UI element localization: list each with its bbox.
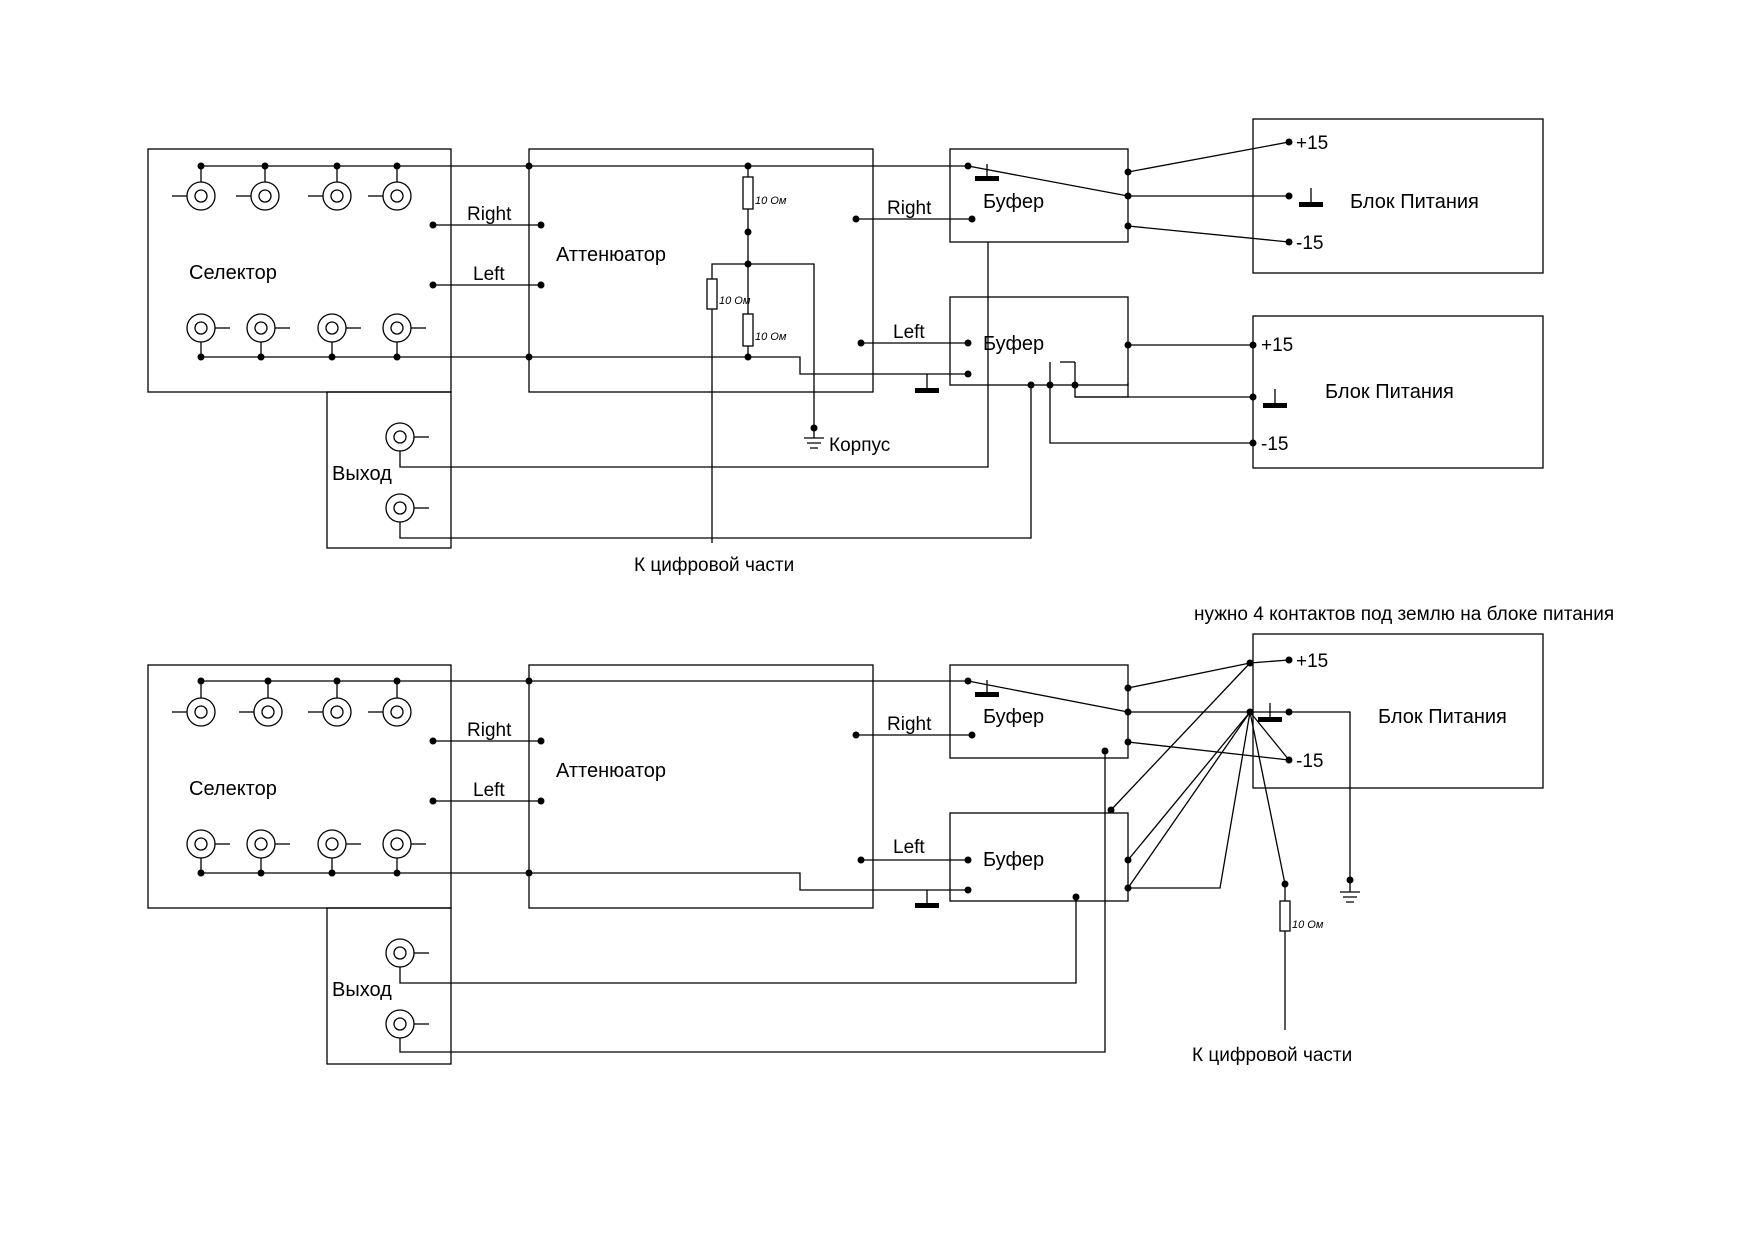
top-diagram: Селектор Аттенюатор Буфер Буфер Блок Пит… [147,118,1544,576]
psu-box-2 [1252,315,1544,469]
resistor [706,278,718,310]
output-jack [385,1009,429,1039]
input-jack [382,829,426,859]
chassis-label: Корпус [829,435,890,456]
output-box [326,907,452,1065]
output-jack [385,938,429,968]
input-jack [368,697,412,727]
left-label: Left [893,837,925,858]
minus15-label: -15 [1296,233,1323,254]
selector-label: Селектор [189,262,277,284]
right-label: Right [887,714,932,735]
ground-bar-icon [915,903,939,908]
ground-bar-icon [975,692,999,697]
selector-box [147,664,452,909]
psu-label: Блок Питания [1350,191,1479,213]
ground-bar-icon [1263,403,1287,408]
resistor [742,313,754,347]
input-jack [317,313,361,343]
minus15-label: -15 [1296,751,1323,772]
plus15-label: +15 [1296,133,1328,154]
input-jack [246,313,290,343]
ground-bar-icon [975,176,999,181]
plus15-label: +15 [1261,335,1293,356]
output-label: Выход [332,463,392,485]
attenuator-box [528,664,874,909]
right-label: Right [467,720,512,741]
attenuator-box [528,148,874,393]
input-jack [246,829,290,859]
right-label: Right [887,198,932,219]
psu-label: Блок Питания [1378,706,1507,728]
resistor [1279,900,1291,932]
buffer-label: Буфер [983,333,1044,355]
resistor-label: 10 Ом [1292,919,1324,931]
minus15-label: -15 [1261,434,1288,455]
buffer-label: Буфер [983,191,1044,213]
left-label: Left [473,780,505,801]
resistor-label: 10 Ом [719,295,751,307]
attenuator-label: Аттенюатор [556,244,666,266]
selector-label: Селектор [189,778,277,800]
ground-bar-icon [1258,717,1282,722]
plus15-label: +15 [1296,651,1328,672]
resistor [742,176,754,210]
input-jack [308,181,352,211]
output-jack [385,422,429,452]
selector-box [147,148,452,393]
resistor-label: 10 Ом [755,195,787,207]
buffer-label: Буфер [983,706,1044,728]
ground-bar-icon [915,388,939,393]
output-box [326,391,452,549]
input-jack [382,313,426,343]
input-jack [236,181,280,211]
attenuator-label: Аттенюатор [556,760,666,782]
earth-ground-icon [1340,876,1360,903]
input-jack [186,829,230,859]
input-jack [317,829,361,859]
input-jack [239,697,283,727]
input-jack [172,697,216,727]
psu-label: Блок Питания [1325,381,1454,403]
buffer-box-2 [949,296,1129,386]
digital-part-label: К цифровой части [1192,1045,1352,1066]
input-jack [308,697,352,727]
digital-part-label: К цифровой части [634,555,794,576]
ground-bar-icon [1299,202,1323,207]
chassis-ground-icon [804,428,824,449]
bottom-diagram: нужно 4 контактов под землю на блоке пит… [147,604,1614,1066]
left-label: Left [473,264,505,285]
input-jack [172,181,216,211]
note-label: нужно 4 контактов под землю на блоке пит… [1194,604,1614,625]
input-jack [186,313,230,343]
input-jack [368,181,412,211]
left-label: Left [893,322,925,343]
buffer-label: Буфер [983,849,1044,871]
output-label: Выход [332,979,392,1001]
resistor-label: 10 Ом [755,331,787,343]
output-jack [385,493,429,523]
right-label: Right [467,204,512,225]
